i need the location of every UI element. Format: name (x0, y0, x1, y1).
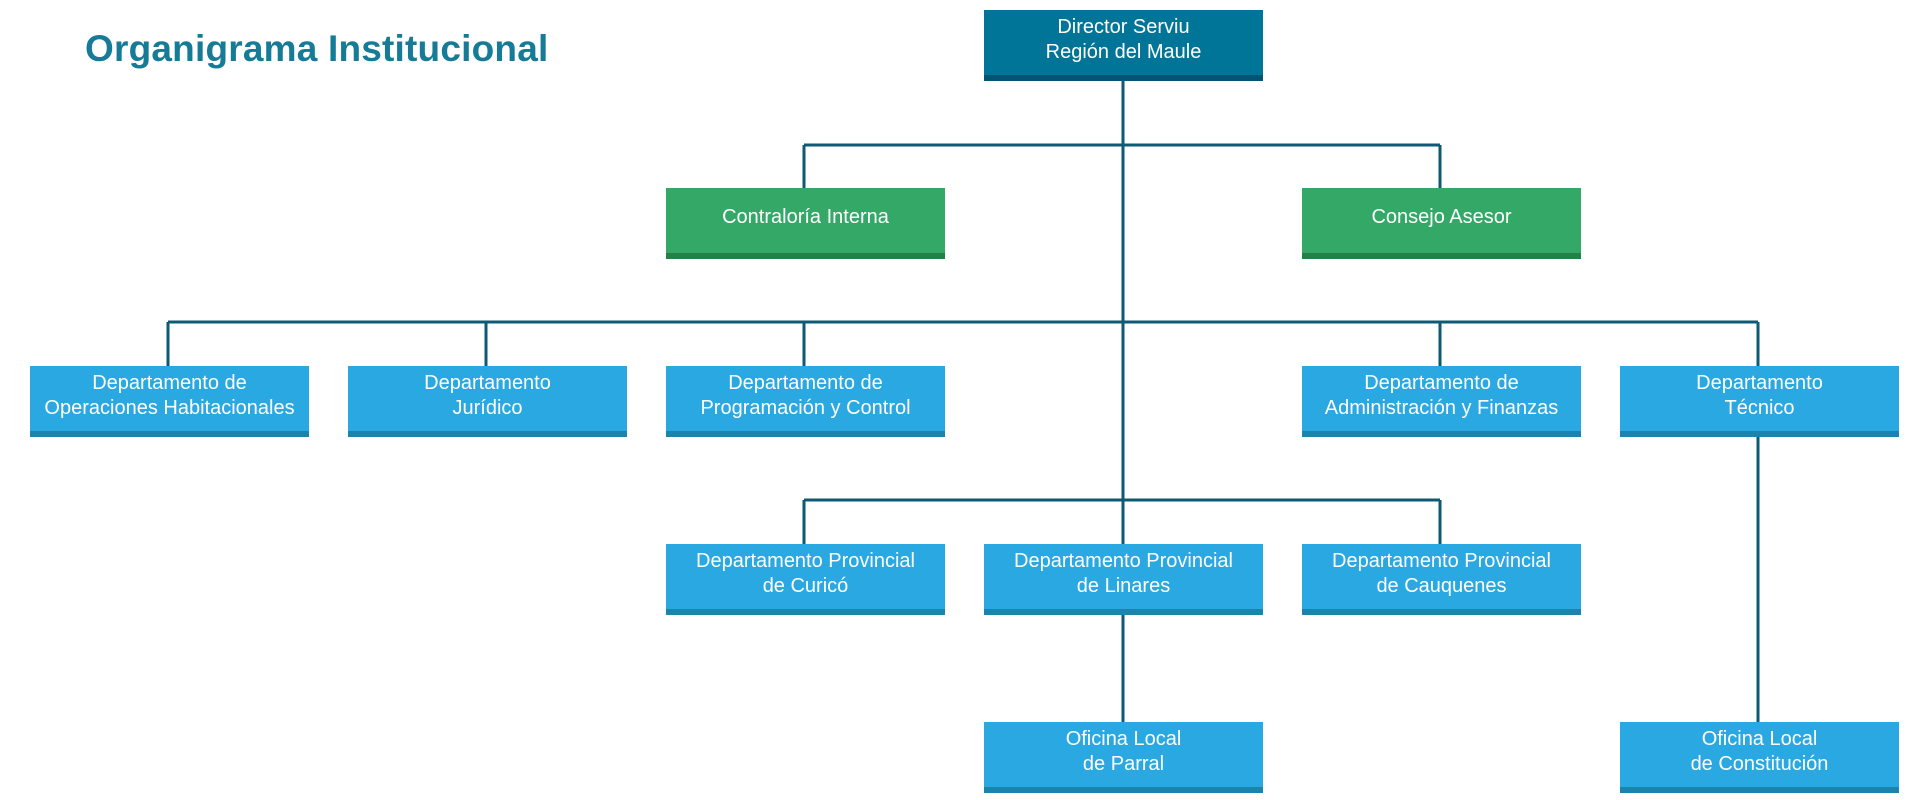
page-title: Organigrama Institucional (85, 28, 549, 69)
node-contraloria-interna: Contraloría Interna (666, 188, 945, 259)
node-oficina-constitucion: Oficina Local de Constitución (1620, 722, 1899, 793)
node-administracion-finanzas: Departamento de Administración y Finanza… (1302, 366, 1581, 437)
node-provincial-cauquenes: Departamento Provincial de Cauquenes (1302, 544, 1581, 615)
node-provincial-linares: Departamento Provincial de Linares (984, 544, 1263, 615)
node-juridico: Departamento Jurídico (348, 366, 627, 437)
node-provincial-curico: Departamento Provincial de Curicó (666, 544, 945, 615)
node-operaciones-habitacionales: Departamento de Operaciones Habitacional… (30, 366, 309, 437)
node-consejo-asesor: Consejo Asesor (1302, 188, 1581, 259)
node-oficina-parral: Oficina Local de Parral (984, 722, 1263, 793)
node-tecnico: Departamento Técnico (1620, 366, 1899, 437)
node-programacion-control: Departamento de Programación y Control (666, 366, 945, 437)
node-director: Director Serviu Región del Maule (984, 10, 1263, 81)
